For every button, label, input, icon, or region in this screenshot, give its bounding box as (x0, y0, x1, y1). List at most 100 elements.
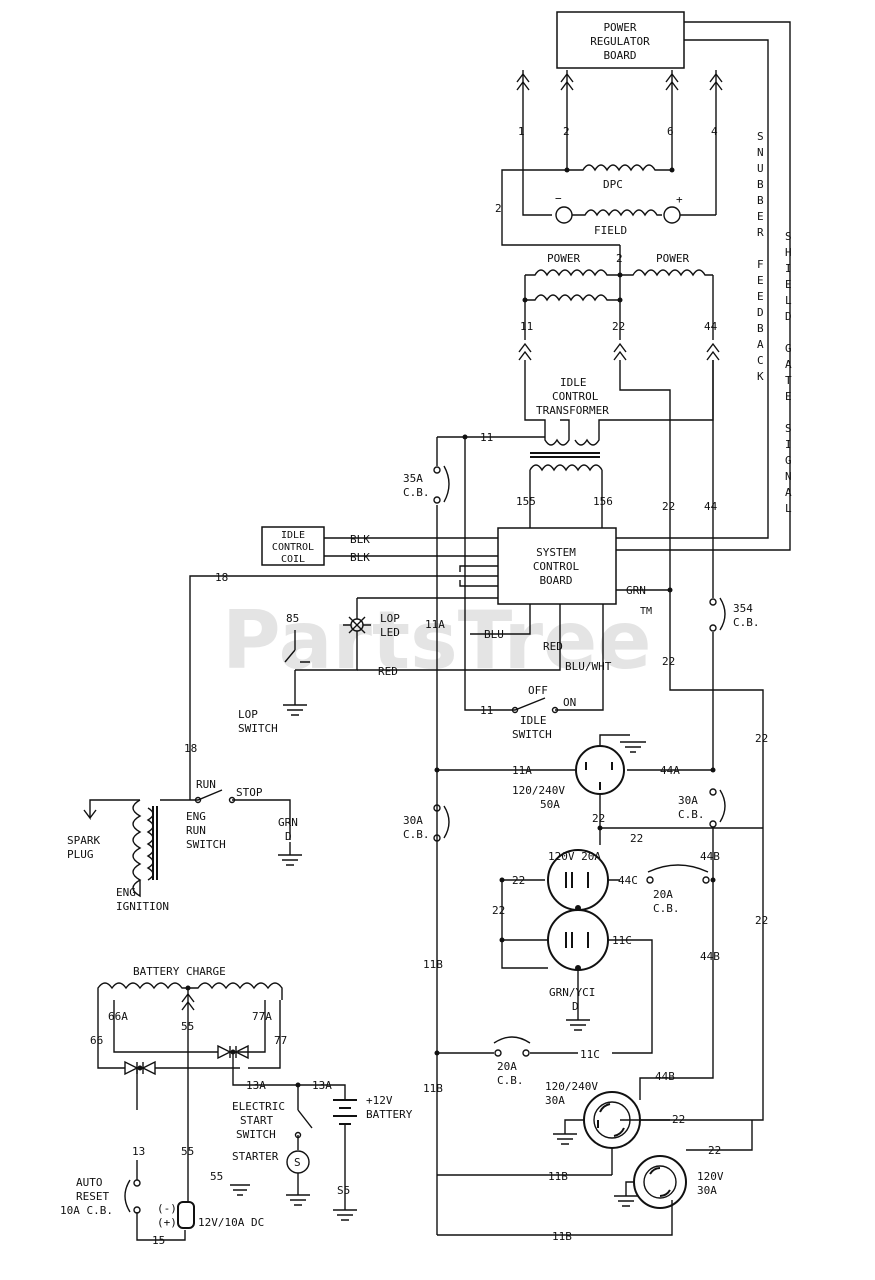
grn-ycl-label-2: D (572, 1000, 579, 1013)
receptacle-30a-120v (614, 1155, 687, 1209)
wire-22-label-mid2: 22 (662, 655, 675, 668)
rec30b-label-1: 120V (697, 1170, 724, 1183)
cb20a-right-1: 20A (653, 888, 673, 901)
svg-text:RESET: RESET (76, 1190, 109, 1203)
wire-155-label: 155 (516, 495, 536, 508)
svg-text:L: L (785, 502, 792, 515)
power-regulator-label-3: BOARD (603, 49, 636, 62)
wire-15-label: 15 (152, 1234, 165, 1247)
rec50-label-2: 50A (540, 798, 560, 811)
cb30a-right-1: 30A (678, 794, 698, 807)
wire-13-label: 13 (132, 1145, 145, 1158)
eng-run-switch: RUN STOP ENG RUN SWITCH GRN D (186, 778, 302, 866)
idle-control-coil: IDLE CONTROL COIL (261, 526, 325, 566)
wire-18-lower: 18 (184, 742, 197, 755)
wire-4-label: 4 (711, 125, 718, 138)
svg-text:I: I (785, 438, 792, 451)
svg-text:CONTROL: CONTROL (533, 560, 580, 573)
dc-outlet-label: 12V/10A DC (198, 1216, 264, 1229)
field-plus: + (676, 193, 683, 206)
blu-wht-label: BLU/WHT (565, 660, 612, 673)
wire-2-label: 2 (563, 125, 570, 138)
cb20a-bottom-1: 20A (497, 1060, 517, 1073)
svg-text:10A C.B.: 10A C.B. (60, 1204, 113, 1217)
svg-text:G: G (785, 454, 792, 467)
svg-text:SWITCH: SWITCH (236, 1128, 276, 1141)
rec30-label-2: 30A (545, 1094, 565, 1107)
wire-2-side-label: 2 (495, 202, 502, 215)
wire-22-label-top: 22 (612, 320, 625, 333)
stop-label: STOP (236, 786, 263, 799)
cb20a-right-2: C.B. (653, 902, 680, 915)
run-label: RUN (196, 778, 216, 791)
cb30a-left-2: C.B. (403, 828, 430, 841)
wire-22-label-right2: 22 (755, 914, 768, 927)
wire-44c-label: 44C (618, 874, 638, 887)
idle-switch-2: SWITCH (512, 728, 552, 741)
wire-6-label: 6 (667, 125, 674, 138)
rec30-label-1: 120/240V (545, 1080, 598, 1093)
battery-charge-label: BATTERY CHARGE (133, 965, 226, 978)
svg-text:IGNITION: IGNITION (116, 900, 169, 913)
svg-text:T: T (785, 374, 792, 387)
rec30b-label-2: 30A (697, 1184, 717, 1197)
cb30a-left-1: 30A (403, 814, 423, 827)
svg-text:SWITCH: SWITCH (186, 838, 226, 851)
wire-11-label-top: 11 (520, 320, 533, 333)
svg-text:E: E (785, 390, 792, 403)
svg-text:R: R (757, 226, 764, 239)
svg-text:E: E (757, 210, 764, 223)
svg-text:BATTERY: BATTERY (366, 1108, 413, 1121)
cb35a-left-1: 35A (403, 472, 423, 485)
svg-text:S: S (757, 130, 764, 143)
wire-22-rec50: 22 (592, 812, 605, 825)
transformer-label-2: CONTROL (552, 390, 599, 403)
svg-text:S: S (785, 422, 792, 435)
cb35a-left-2: C.B. (403, 486, 430, 499)
off-label: OFF (528, 684, 548, 697)
svg-text:S: S (785, 230, 792, 243)
blu-label: BLU (484, 628, 504, 641)
svg-text:E: E (757, 290, 764, 303)
grn-label: GRN (626, 584, 646, 597)
svg-text:G: G (785, 342, 792, 355)
wire-s5-label: S5 (337, 1184, 350, 1197)
cb35a-right-1: 354 (733, 602, 753, 615)
dpc-label: DPC (603, 178, 623, 191)
lop-switch-label-2: SWITCH (238, 722, 278, 735)
cb20a-bottom-2: C.B. (497, 1074, 524, 1087)
dc-outlet-12v: (-) (+) 12V/10A DC (157, 1150, 264, 1229)
svg-text:GRN: GRN (278, 816, 298, 829)
svg-text:A: A (757, 338, 764, 351)
wire-11b-label-3: 11B (548, 1170, 568, 1183)
svg-text:L: L (785, 294, 792, 307)
power-regulator-label-1: POWER (603, 21, 636, 34)
svg-text:C: C (757, 354, 764, 367)
connector-symbols (516, 72, 723, 91)
wire-11b-label-4: 11B (552, 1230, 572, 1243)
wire-44b-label-2: 44B (700, 950, 720, 963)
wire-22-label-mid: 22 (662, 500, 675, 513)
svg-text:SPARK: SPARK (67, 834, 100, 847)
svg-text:E: E (757, 274, 764, 287)
power-label-right: POWER (656, 252, 689, 265)
power-label-left: POWER (547, 252, 580, 265)
svg-text:ENG: ENG (116, 886, 136, 899)
wire-85-label: 85 (286, 612, 299, 625)
power-regulator-board: POWER REGULATOR BOARD (556, 11, 685, 69)
svg-text:B: B (757, 178, 764, 191)
wire-22-duplex-2: 22 (492, 904, 505, 917)
transformer-label-1: IDLE (560, 376, 587, 389)
svg-text:BOARD: BOARD (539, 574, 572, 587)
svg-text:START: START (240, 1114, 273, 1127)
wire-77a-label: 77A (252, 1010, 272, 1023)
svg-text:LED: LED (380, 626, 400, 639)
shield-gate-signal-label: SH IE LD GA TE SI GN AL (785, 230, 792, 515)
idle-control-transformer: IDLE CONTROL TRANSFORMER (524, 360, 714, 530)
starter-motor: S STARTER (232, 1150, 310, 1206)
blk-label-2: BLK (350, 551, 370, 564)
wire-13a-label-1: 13A (246, 1079, 266, 1092)
svg-text:D: D (785, 310, 792, 323)
svg-text:U: U (757, 162, 764, 175)
